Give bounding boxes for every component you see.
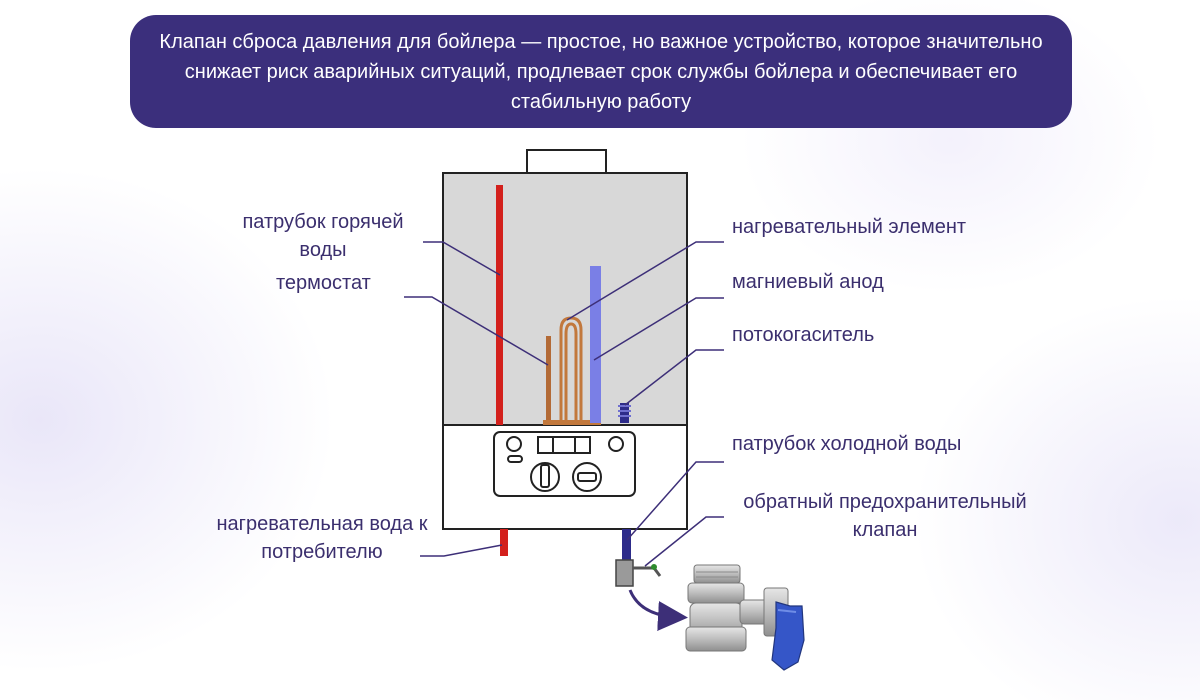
label-anode: магниевый анод — [732, 271, 884, 293]
leader-lines — [404, 241, 724, 567]
thermostat-rod — [546, 336, 551, 422]
banner-text: Клапан сброса давления для бойлера — про… — [159, 30, 1043, 113]
control-panel — [493, 431, 636, 497]
label-heating-element: нагревательный элемент — [732, 216, 967, 238]
hot-outlet-pipe — [500, 529, 508, 556]
boiler-top-handle — [526, 149, 607, 174]
valve-arrow — [628, 589, 688, 631]
cold-inlet-pipe — [622, 529, 631, 563]
label-heated-water: нагревательная вода к потребителю — [216, 513, 428, 563]
valve-photo — [685, 564, 805, 671]
label-flow-damper: потокогаситель — [732, 324, 875, 346]
info-banner: Клапан сброса давления для бойлера — про… — [130, 15, 1072, 128]
label-hot-pipe: патрубок горячей воды — [242, 211, 404, 261]
check-valve-small — [615, 559, 662, 587]
label-check-valve: обратный предохранительный клапан — [743, 491, 1027, 541]
label-cold-pipe: патрубок холодной воды — [732, 433, 962, 455]
magnesium-anode — [590, 266, 601, 423]
flow-damper — [618, 403, 631, 423]
label-thermostat: термостат — [276, 272, 371, 294]
element-flange — [543, 420, 601, 425]
hot-water-pipe — [496, 185, 503, 425]
